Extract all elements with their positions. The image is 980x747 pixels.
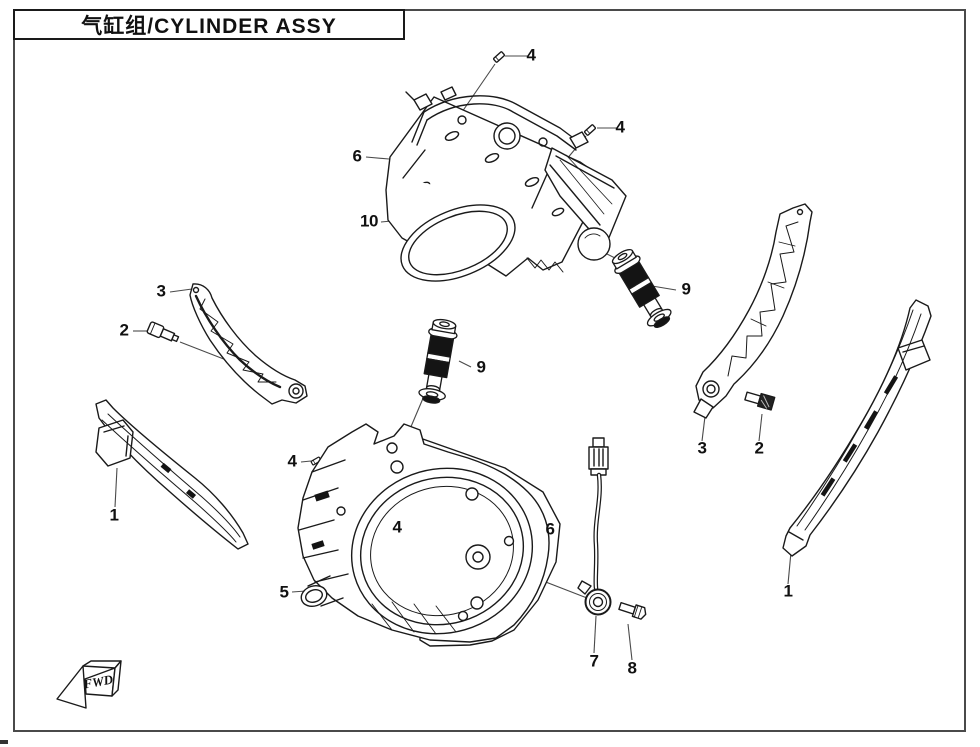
sensor-bolt — [618, 601, 647, 620]
diagram-border — [13, 9, 966, 732]
tensioner-guide-right — [693, 203, 813, 419]
tensioner-lifter-middle — [415, 316, 460, 406]
tensioner-lifter-upper — [607, 244, 677, 333]
fwd-arrow: FWD — [56, 660, 122, 709]
cylinder-block — [297, 423, 550, 643]
chain-guide-left — [95, 399, 249, 550]
pivot-bolt-left — [146, 321, 180, 343]
pivot-bolt-right — [744, 391, 776, 411]
fwd-label: FWD — [81, 672, 114, 692]
chain-guide-right — [782, 299, 932, 557]
cylinder-top-block — [399, 86, 627, 282]
tensioner-guide-left — [189, 283, 308, 405]
title-box: 气缸组/CYLINDER ASSY — [13, 9, 405, 40]
cylinder-spigot — [300, 575, 344, 608]
scan-artifact — [0, 740, 8, 744]
page-title: 气缸组/CYLINDER ASSY — [81, 14, 337, 38]
knock-sensor — [577, 437, 612, 616]
